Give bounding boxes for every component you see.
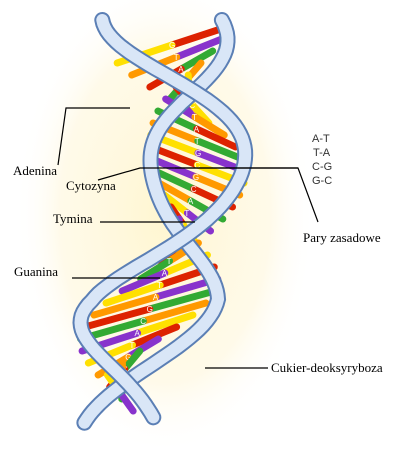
base-rung-half bbox=[134, 311, 197, 337]
pair-list-item: G-C bbox=[312, 175, 333, 187]
label-guanine: Guanina bbox=[14, 264, 59, 279]
rung-letter: A bbox=[135, 329, 141, 338]
label-adenine: Adenina bbox=[13, 163, 58, 178]
base-rung-half bbox=[121, 347, 144, 373]
base-rung-half bbox=[191, 113, 228, 139]
base-rung-half bbox=[102, 281, 164, 307]
rung-letter: A bbox=[162, 269, 168, 278]
pair-list-item: T-A bbox=[313, 147, 331, 159]
rung-letter: G bbox=[147, 305, 153, 314]
base-rung-half bbox=[177, 47, 217, 73]
rung-letter: A bbox=[178, 65, 184, 74]
rung-letter: T bbox=[167, 257, 172, 266]
base-rung-half bbox=[160, 191, 191, 217]
rung-letter: G bbox=[193, 173, 199, 182]
label-sugar: Cukier-deoksyryboza bbox=[271, 360, 383, 375]
backbone-ribbon bbox=[74, 14, 252, 424]
base-rung-half bbox=[193, 125, 240, 151]
base-rung-half bbox=[116, 389, 137, 415]
base-rung-half bbox=[146, 287, 219, 313]
rung-letter: C bbox=[194, 161, 200, 170]
rung-letter: C bbox=[140, 317, 146, 326]
rung-letter: T bbox=[174, 53, 179, 62]
rung-letter: T bbox=[129, 341, 134, 350]
base-rung-half bbox=[151, 167, 198, 193]
label-leader-lines bbox=[57, 107, 319, 369]
base-rung-half bbox=[81, 305, 154, 331]
base-rung-half bbox=[194, 137, 246, 163]
pair-list-item: A-T bbox=[312, 133, 330, 145]
rung-letter: G bbox=[195, 149, 201, 158]
base-rung-half bbox=[155, 179, 195, 205]
sugar-phosphate-backbone bbox=[72, 12, 254, 431]
label-cytosine: Cytozyna bbox=[66, 178, 116, 193]
rung-letter: T bbox=[192, 113, 197, 122]
rung-letter: A bbox=[188, 197, 194, 206]
base-rung-half bbox=[173, 35, 226, 61]
pair-list-item: C-G bbox=[312, 161, 333, 173]
rung-letter: C bbox=[191, 185, 197, 194]
rung-letter: G bbox=[125, 353, 131, 362]
label-base-pairs: Pary zasadowe bbox=[303, 230, 381, 245]
base-rung-half bbox=[139, 299, 210, 325]
base-rung-half bbox=[118, 269, 169, 295]
rung-letter: A bbox=[194, 125, 200, 134]
base-rung-half bbox=[137, 257, 174, 283]
rung-letter: T bbox=[184, 209, 189, 218]
rung-letter: T bbox=[157, 281, 162, 290]
base-rung-half bbox=[128, 323, 181, 349]
rung-letter: A bbox=[153, 293, 159, 302]
rung-letter: G bbox=[169, 41, 175, 50]
leader-adenine bbox=[57, 107, 130, 166]
base-rung-half bbox=[90, 293, 160, 319]
rung-letter: T bbox=[195, 137, 200, 146]
rung-letter: C bbox=[189, 101, 195, 110]
label-thymine: Tymina bbox=[53, 211, 93, 226]
